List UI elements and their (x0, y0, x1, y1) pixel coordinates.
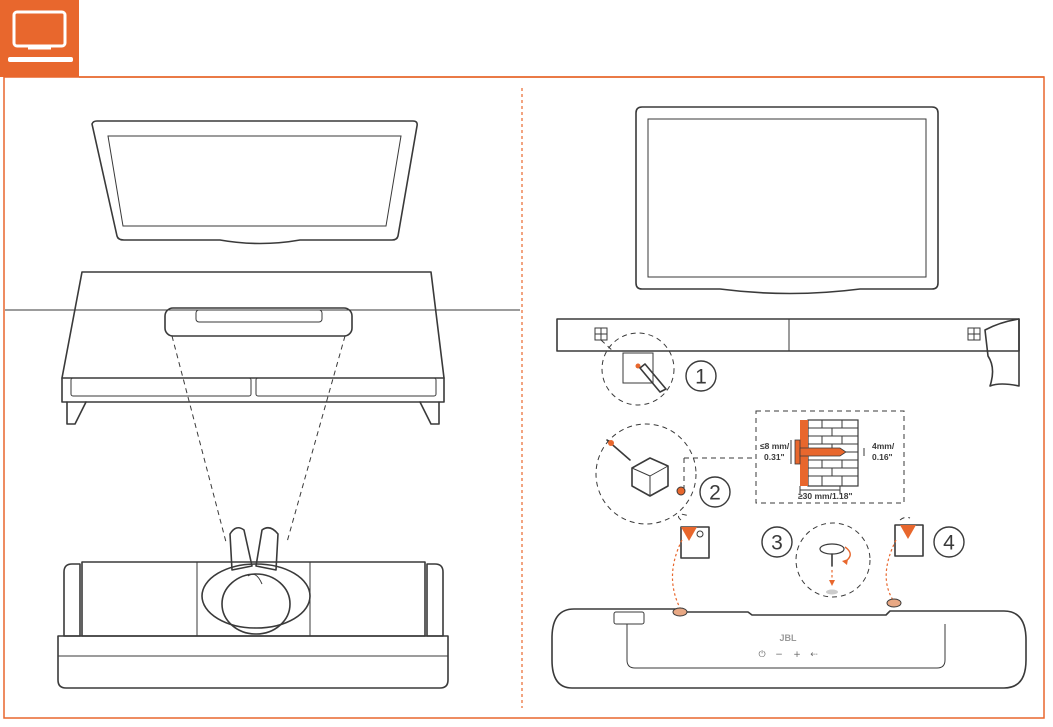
tv-front-view (635, 106, 939, 295)
step-number-4: 4 (933, 526, 965, 558)
screw-shaft-dim: 4mm/ (872, 441, 895, 451)
svg-text:2: 2 (709, 482, 721, 505)
tv-cabinet (61, 271, 445, 425)
volume-up-button: + (793, 650, 801, 660)
frame-border (3, 76, 1045, 719)
header-badge (0, 0, 79, 77)
bracket-left (671, 513, 710, 609)
screw-shaft-dim-imperial: 0.16" (872, 452, 893, 462)
sofa (57, 561, 449, 689)
sound-beam-left (171, 335, 227, 543)
step1-detail (600, 332, 675, 406)
screw-head-dim-imperial: 0.31" (764, 452, 785, 462)
soundbar-front-view: JBL ⏻ − + ⇠ (551, 598, 1027, 689)
soundbar-logo: JBL (779, 633, 797, 643)
screw-detail-box: ≤8 mm/ 0.31" 4mm/ 0.16" ≥30 mm/1.18" (755, 410, 905, 504)
svg-text:4: 4 (943, 532, 955, 555)
right-panel: ≤8 mm/ 0.31" 4mm/ 0.16" ≥30 mm/1.18" (551, 106, 1027, 689)
step3-detail (795, 522, 871, 598)
tv-monitor-icon (8, 10, 73, 62)
step-number-1: 1 (685, 360, 717, 392)
step-number-3: 3 (761, 526, 793, 558)
screw-shaft (799, 447, 847, 457)
soundbar-top-view (164, 307, 353, 337)
listener-top-view (201, 526, 311, 635)
step-number-2: 2 (699, 476, 731, 508)
power-button: ⏻ (758, 649, 765, 660)
screw-head-dim: ≤8 mm/ (760, 441, 790, 451)
screw-head (794, 439, 801, 465)
volume-down-button: − (775, 650, 783, 660)
left-panel (5, 120, 520, 689)
source-button: ⇠ (810, 650, 818, 660)
tv-top-view (91, 120, 418, 245)
svg-text:3: 3 (771, 532, 783, 555)
screw-length-dim: ≥30 mm/1.18" (798, 491, 853, 501)
sound-beam-right (286, 335, 346, 543)
step2-detail (595, 423, 756, 525)
svg-text:1: 1 (695, 366, 707, 389)
bracket-right (885, 516, 924, 601)
mounting-template (556, 318, 1020, 387)
